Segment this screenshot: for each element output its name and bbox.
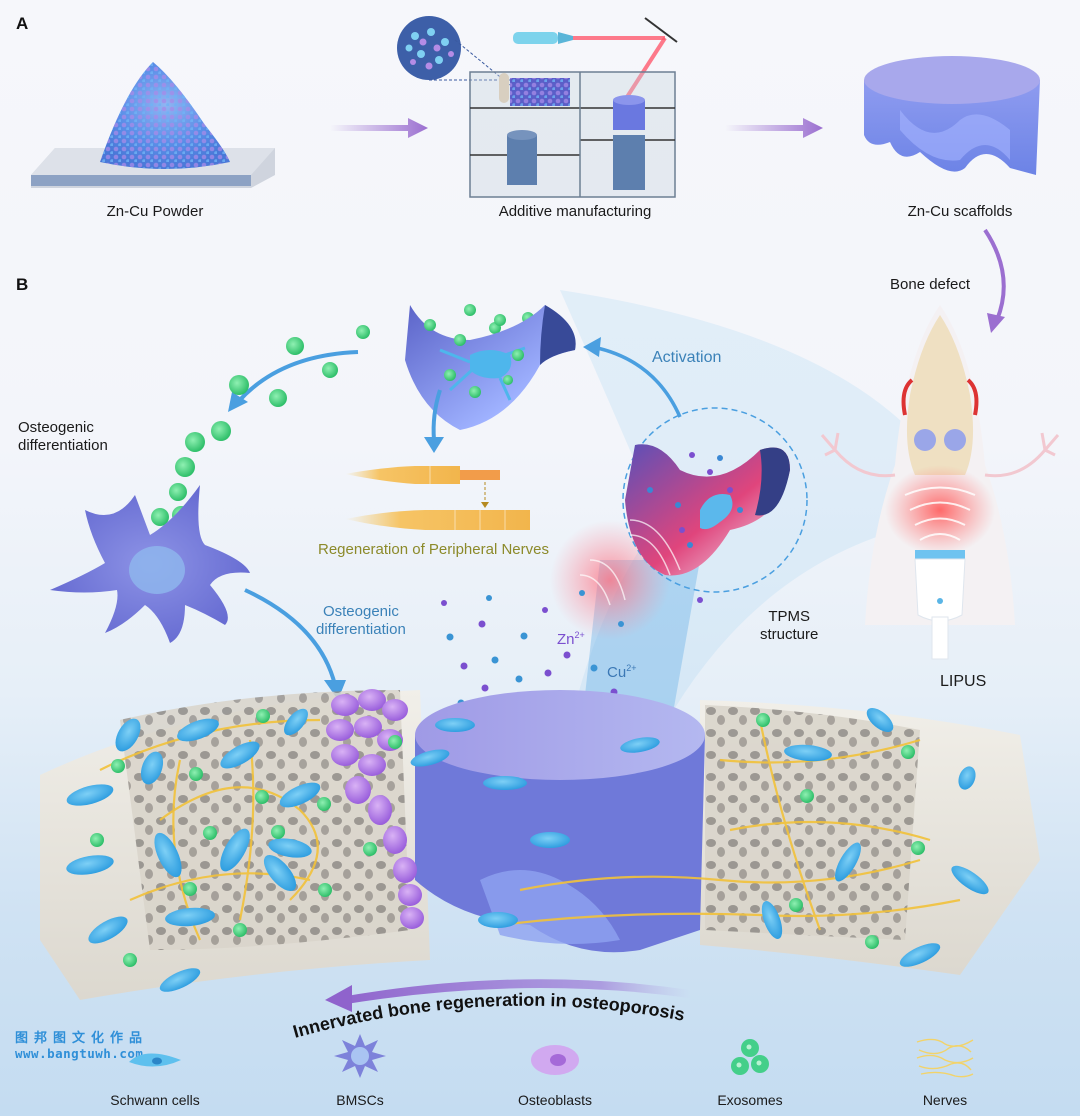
osteoblast-cluster <box>326 689 424 929</box>
legend-label-bmscs: BMSCs <box>336 1092 384 1108</box>
additive-manufacturing-illustration <box>397 16 678 198</box>
activation-arrow <box>583 337 682 418</box>
exosome-icon <box>731 1039 769 1075</box>
bone-defect-label: Bone defect <box>890 276 971 293</box>
legend-label-schwann: Schwann cells <box>110 1092 200 1108</box>
activation-label: Activation <box>652 349 722 366</box>
tpms-structure-illustration <box>550 407 808 640</box>
cu-ion-label: Cu2+ <box>607 663 636 681</box>
cu-ion-charge: 2+ <box>626 663 637 673</box>
tpms-line2: structure <box>760 626 819 643</box>
tpms-zoom-circle <box>622 407 808 593</box>
osteogenic-center-line1: Osteogenic <box>322 603 399 620</box>
mouse-model-illustration <box>820 305 1060 660</box>
osteogenic-label-left: Osteogenic differentiation <box>18 419 108 455</box>
osteogenic-left-line2: differentiation <box>18 437 108 454</box>
osteogenic-center-line2: differentiation <box>316 621 406 638</box>
process-arrow-1 <box>330 118 428 138</box>
cu-ion-symbol: Cu <box>607 664 627 681</box>
panel-a-label: A <box>16 14 29 33</box>
nerve-regen-arrow <box>424 389 444 453</box>
bone-exosomes <box>90 709 925 967</box>
watermark: 图邦图文化作品 www.bangtuwh.com <box>15 1027 148 1061</box>
osteoblast-icon <box>531 1045 579 1075</box>
bone-defect-arrow <box>983 228 1006 333</box>
peripheral-nerve-illustration <box>345 466 530 530</box>
schwann-cells <box>66 708 989 992</box>
bone-defect-site-left <box>914 429 936 451</box>
lipus-label: LIPUS <box>940 673 987 690</box>
watermark-url: www.bangtuwh.com <box>15 1046 144 1061</box>
caption-zn-cu-powder: Zn-Cu Powder <box>106 203 204 220</box>
exosome-release-arrow <box>228 350 359 412</box>
legend-label-exosomes: Exosomes <box>717 1092 783 1108</box>
caption-zn-cu-scaffolds: Zn-Cu scaffolds <box>907 203 1013 220</box>
osteogenic-label-center: Osteogenic differentiation <box>316 603 406 639</box>
tpms-label: TPMS structure <box>760 608 818 644</box>
panel-b-label: B <box>16 275 29 294</box>
schwann-cell-icon <box>129 1053 181 1067</box>
process-arrow-2 <box>725 118 823 138</box>
nerves-icon <box>916 1038 974 1078</box>
laser-emitter <box>513 32 558 44</box>
watermark-chinese: 图邦图文化作品 <box>15 1031 149 1046</box>
zn-cu-scaffold-illustration <box>864 56 1040 175</box>
zn-ion-symbol: Zn <box>557 631 575 648</box>
bmsc-nucleus <box>129 546 185 594</box>
caption-additive-manufacturing: Additive manufacturing <box>498 203 652 220</box>
osteogenic-left-line1: Osteogenic <box>18 419 94 436</box>
osteogenic-differentiation-arrow <box>244 588 346 700</box>
zn-ion-label: Zn2+ <box>557 630 585 648</box>
legend-label-osteoblasts: Osteoblasts <box>518 1092 592 1108</box>
zn-cu-powder-illustration <box>31 62 275 188</box>
scaffold-fragment-schwann-cell <box>405 305 576 430</box>
bmsc-cell-illustration <box>50 485 250 643</box>
bone-defect-site-right <box>944 429 966 451</box>
tpms-line1: TPMS <box>768 608 811 625</box>
legend-label-nerves: Nerves <box>922 1092 968 1108</box>
bmsc-icon <box>334 1034 386 1078</box>
heating-zone <box>885 465 995 555</box>
nerve-regeneration-label: Regeneration of Peripheral Nerves <box>318 541 549 558</box>
zn-ion-charge: 2+ <box>574 630 585 640</box>
lipus-probe <box>914 550 966 660</box>
